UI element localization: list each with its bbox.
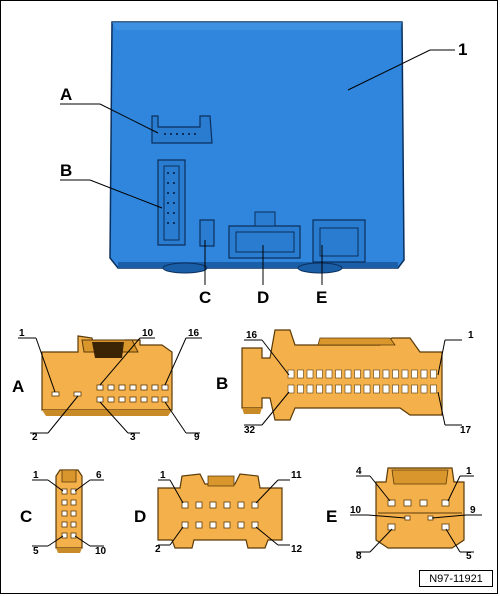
callout-b: B <box>60 161 72 180</box>
pin-e-4: 4 <box>356 466 362 477</box>
pin-e-8: 8 <box>356 551 362 562</box>
figure-reference-number: N97-11921 <box>419 570 493 587</box>
connector-b-pin <box>411 369 418 379</box>
connector-b-pin <box>392 384 399 394</box>
connector-b-pin <box>344 369 352 379</box>
pin-a-1: 1 <box>19 328 25 339</box>
pin-a-9: 9 <box>194 432 200 443</box>
pin-b-32: 32 <box>244 425 256 436</box>
connector-b-pin <box>306 384 314 394</box>
connector-b-pins <box>287 369 437 394</box>
pin-e-10: 10 <box>350 505 362 516</box>
pin-b-16: 16 <box>246 330 258 341</box>
connector-d-label: D <box>134 507 146 526</box>
connector-b-pin <box>306 369 314 379</box>
connector-b-pin <box>287 369 295 379</box>
pin-d-2: 2 <box>155 544 161 555</box>
connector-b-pin <box>411 384 418 394</box>
pin-d-1: 1 <box>160 470 166 481</box>
pin-c-5: 5 <box>33 546 39 557</box>
connector-b-pin <box>382 384 390 394</box>
connector-c <box>55 469 83 553</box>
connector-b-pin <box>420 384 428 394</box>
connector-b-pin <box>344 384 352 394</box>
control-unit <box>109 21 405 274</box>
connector-b-pin <box>354 369 361 379</box>
connector-b <box>241 329 443 421</box>
callout-unit: 1 <box>458 40 467 59</box>
connector-b-pin <box>325 369 333 379</box>
connector-e <box>375 467 465 549</box>
callout-a: A <box>60 85 72 104</box>
pin-e-1: 1 <box>466 466 472 477</box>
connector-b-pin <box>297 384 304 394</box>
connector-b-pin <box>354 384 361 394</box>
pin-a-16: 16 <box>188 328 200 339</box>
connector-a-label: A <box>12 377 24 396</box>
connector-b-pin <box>287 384 295 394</box>
connector-b-pin <box>430 384 437 394</box>
callout-d: D <box>257 288 269 307</box>
connector-b-pin <box>401 369 409 379</box>
connector-b-pin <box>316 384 323 394</box>
pin-b-17: 17 <box>460 425 472 436</box>
pin-c-10: 10 <box>95 546 107 557</box>
pin-b-1: 1 <box>468 330 474 341</box>
connector-b-pin <box>382 369 390 379</box>
connector-e-label: E <box>326 507 337 526</box>
connector-c-label: C <box>20 507 32 526</box>
callout-lines <box>60 49 455 285</box>
pin-d-11: 11 <box>291 470 302 481</box>
connector-b-pin <box>325 384 333 394</box>
pin-a-3: 3 <box>130 432 136 443</box>
connector-b-pin <box>335 369 342 379</box>
connector-b-pin <box>392 369 399 379</box>
connector-b-pin <box>430 369 437 379</box>
connector-b-pin <box>373 369 380 379</box>
connector-b-pin <box>401 384 409 394</box>
pin-c-1: 1 <box>33 470 39 481</box>
pin-a-2: 2 <box>32 432 38 443</box>
pin-e-5: 5 <box>466 551 472 562</box>
connector-b-pin <box>335 384 342 394</box>
pin-d-12: 12 <box>291 544 303 555</box>
callout-c: C <box>199 288 211 307</box>
connector-b-pin <box>420 369 428 379</box>
connector-d <box>157 473 283 549</box>
pin-e-9: 9 <box>470 505 476 516</box>
connector-a <box>41 335 173 416</box>
connector-b-pin <box>297 369 304 379</box>
pin-c-6: 6 <box>96 470 102 481</box>
connector-b-label: B <box>216 374 228 393</box>
callout-e: E <box>316 288 327 307</box>
connector-b-pin <box>363 384 371 394</box>
connector-b-pin <box>373 384 380 394</box>
connector-b-pin <box>363 369 371 379</box>
pin-a-10: 10 <box>142 328 154 339</box>
connector-b-pin <box>316 369 323 379</box>
